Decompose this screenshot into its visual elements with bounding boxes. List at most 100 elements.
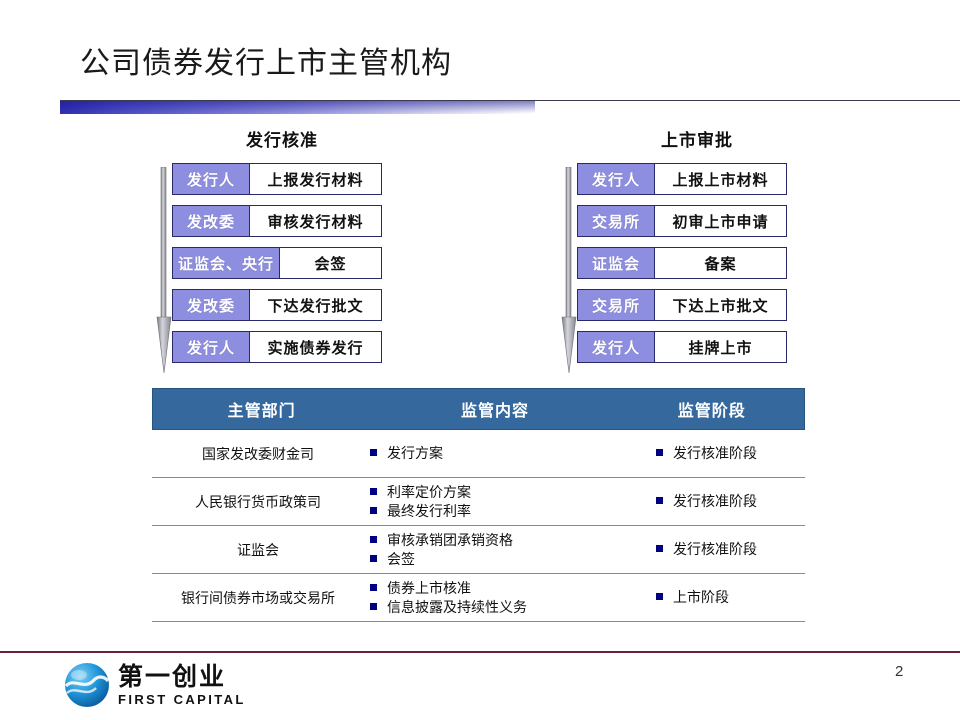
flow-actor-tag: 交易所 [577,289,655,321]
cell-stage: 发行核准阶段 [620,540,805,558]
flow-action-text: 会签 [280,247,382,279]
stage-bullet-item: 上市阶段 [656,588,805,606]
cell-content: 发行方案 [370,444,620,462]
flow-heading-left: 发行核准 [246,131,318,150]
cell-stage: 发行核准阶段 [620,444,805,462]
cell-department: 证监会 [237,541,279,558]
content-bullet-label: 审核承销团承销资格 [387,532,513,549]
title-gradient-bar [60,101,535,114]
column-header-department: 主管部门 [227,403,296,420]
flow-action-text: 下达发行批文 [250,289,382,321]
flow-actor-tag: 发行人 [577,163,655,195]
square-bullet-icon [370,602,377,610]
content-bullet-label: 债券上市核准 [387,580,471,597]
square-bullet-icon [656,593,663,601]
flow-actor-tag: 发改委 [172,289,250,321]
flow-action-text: 上报上市材料 [655,163,787,195]
cell-content: 债券上市核准 信息披露及持续性义务 [370,579,620,616]
stage-bullet-item: 发行核准阶段 [656,492,805,510]
content-bullet-label: 最终发行利率 [387,502,471,519]
content-bullet-label: 信息披露及持续性义务 [387,598,527,615]
flow-row: 证监会 备案 [577,247,817,279]
content-bullet-item: 发行方案 [370,444,620,462]
flow-column-issuance-approval: 发行核准 发行人 上报发行材料 发改委 审核发行材料 证监会、央行 会签 [150,126,402,373]
flow-actor-tag: 证监会 [577,247,655,279]
stage-bullet-item: 发行核准阶段 [656,540,805,558]
stage-label: 上市阶段 [673,589,729,606]
footer-divider-rule [0,651,960,653]
stage-label: 发行核准阶段 [673,445,757,462]
stage-label: 发行核准阶段 [673,493,757,510]
content-bullet-item: 信息披露及持续性义务 [370,598,620,616]
cell-content: 审核承销团承销资格 会签 [370,531,620,568]
square-bullet-icon [370,584,377,592]
globe-logo-icon [64,663,110,707]
square-bullet-icon [370,536,377,544]
stage-bullet-item: 发行核准阶段 [656,444,805,462]
table-row: 证监会 审核承销团承销资格 会签 发行核准阶段 [152,526,805,574]
content-bullet-item: 债券上市核准 [370,579,620,597]
table-row: 人民银行货币政策司 利率定价方案 最终发行利率 发行核准阶段 [152,478,805,526]
flow-actor-tag: 证监会、央行 [172,247,280,279]
flow-actor-tag: 交易所 [577,205,655,237]
flow-action-text: 下达上市批文 [655,289,787,321]
flow-row: 发改委 下达发行批文 [172,289,402,321]
content-bullet-label: 会签 [387,550,415,567]
table-row: 国家发改委财金司 发行方案 发行核准阶段 [152,430,805,478]
cell-department: 人民银行货币政策司 [195,493,321,510]
square-bullet-icon [370,554,377,562]
company-logo: 第一创业 FIRST CAPITAL [62,660,246,710]
flow-action-text: 上报发行材料 [250,163,382,195]
flow-row: 证监会、央行 会签 [172,247,402,279]
flow-row: 交易所 下达上市批文 [577,289,817,321]
content-bullet-item: 利率定价方案 [370,483,620,501]
page-number: 2 [895,663,904,680]
flow-action-text: 挂牌上市 [655,331,787,363]
down-arrow-icon [156,167,172,373]
content-bullet-item: 会签 [370,550,620,568]
regulators-table: 主管部门 监管内容 监管阶段 国家发改委财金司 发行方案 发行核准阶段 人民银行… [152,388,805,622]
cell-content: 利率定价方案 最终发行利率 [370,483,620,520]
square-bullet-icon [370,449,377,457]
page-title: 公司债券发行上市主管机构 [80,47,452,80]
square-bullet-icon [370,488,377,496]
cell-stage: 发行核准阶段 [620,492,805,510]
square-bullet-icon [656,449,663,457]
logo-chinese-name: 第一创业 [118,661,227,691]
content-bullet-label: 利率定价方案 [387,484,471,501]
flow-actor-tag: 发行人 [172,163,250,195]
flow-actor-tag: 发改委 [172,205,250,237]
cell-department: 银行间债券市场或交易所 [181,589,335,606]
logo-text-block: 第一创业 FIRST CAPITAL [118,664,246,707]
flow-actor-tag: 发行人 [172,331,250,363]
flow-action-text: 备案 [655,247,787,279]
flow-actor-tag: 发行人 [577,331,655,363]
table-header-row: 主管部门 监管内容 监管阶段 [152,388,805,430]
flow-row: 发行人 上报发行材料 [172,163,402,195]
column-header-stage: 监管阶段 [677,403,746,420]
flow-action-text: 初审上市申请 [655,205,787,237]
flow-row: 发行人 上报上市材料 [577,163,817,195]
cell-stage: 上市阶段 [620,588,805,606]
square-bullet-icon [370,506,377,514]
flow-heading-right: 上市审批 [661,131,733,150]
content-bullet-label: 发行方案 [387,445,443,462]
flow-row: 发改委 审核发行材料 [172,205,402,237]
title-divider-rule [60,100,960,101]
cell-department: 国家发改委财金司 [202,445,314,462]
flow-row: 交易所 初审上市申请 [577,205,817,237]
flow-row: 发行人 实施债券发行 [172,331,402,363]
table-row: 银行间债券市场或交易所 债券上市核准 信息披露及持续性义务 上市阶段 [152,574,805,622]
content-bullet-item: 最终发行利率 [370,502,620,520]
content-bullet-item: 审核承销团承销资格 [370,531,620,549]
logo-english-name: FIRST CAPITAL [118,691,246,707]
flow-row: 发行人 挂牌上市 [577,331,817,363]
down-arrow-icon [561,167,577,373]
flow-column-listing-approval: 上市审批 发行人 上报上市材料 交易所 初审上市申请 证监会 备案 交易所 下达… [555,126,817,373]
square-bullet-icon [656,545,663,553]
flow-action-text: 审核发行材料 [250,205,382,237]
column-header-content: 监管内容 [460,403,529,420]
stage-label: 发行核准阶段 [673,541,757,558]
square-bullet-icon [656,497,663,505]
flow-action-text: 实施债券发行 [250,331,382,363]
